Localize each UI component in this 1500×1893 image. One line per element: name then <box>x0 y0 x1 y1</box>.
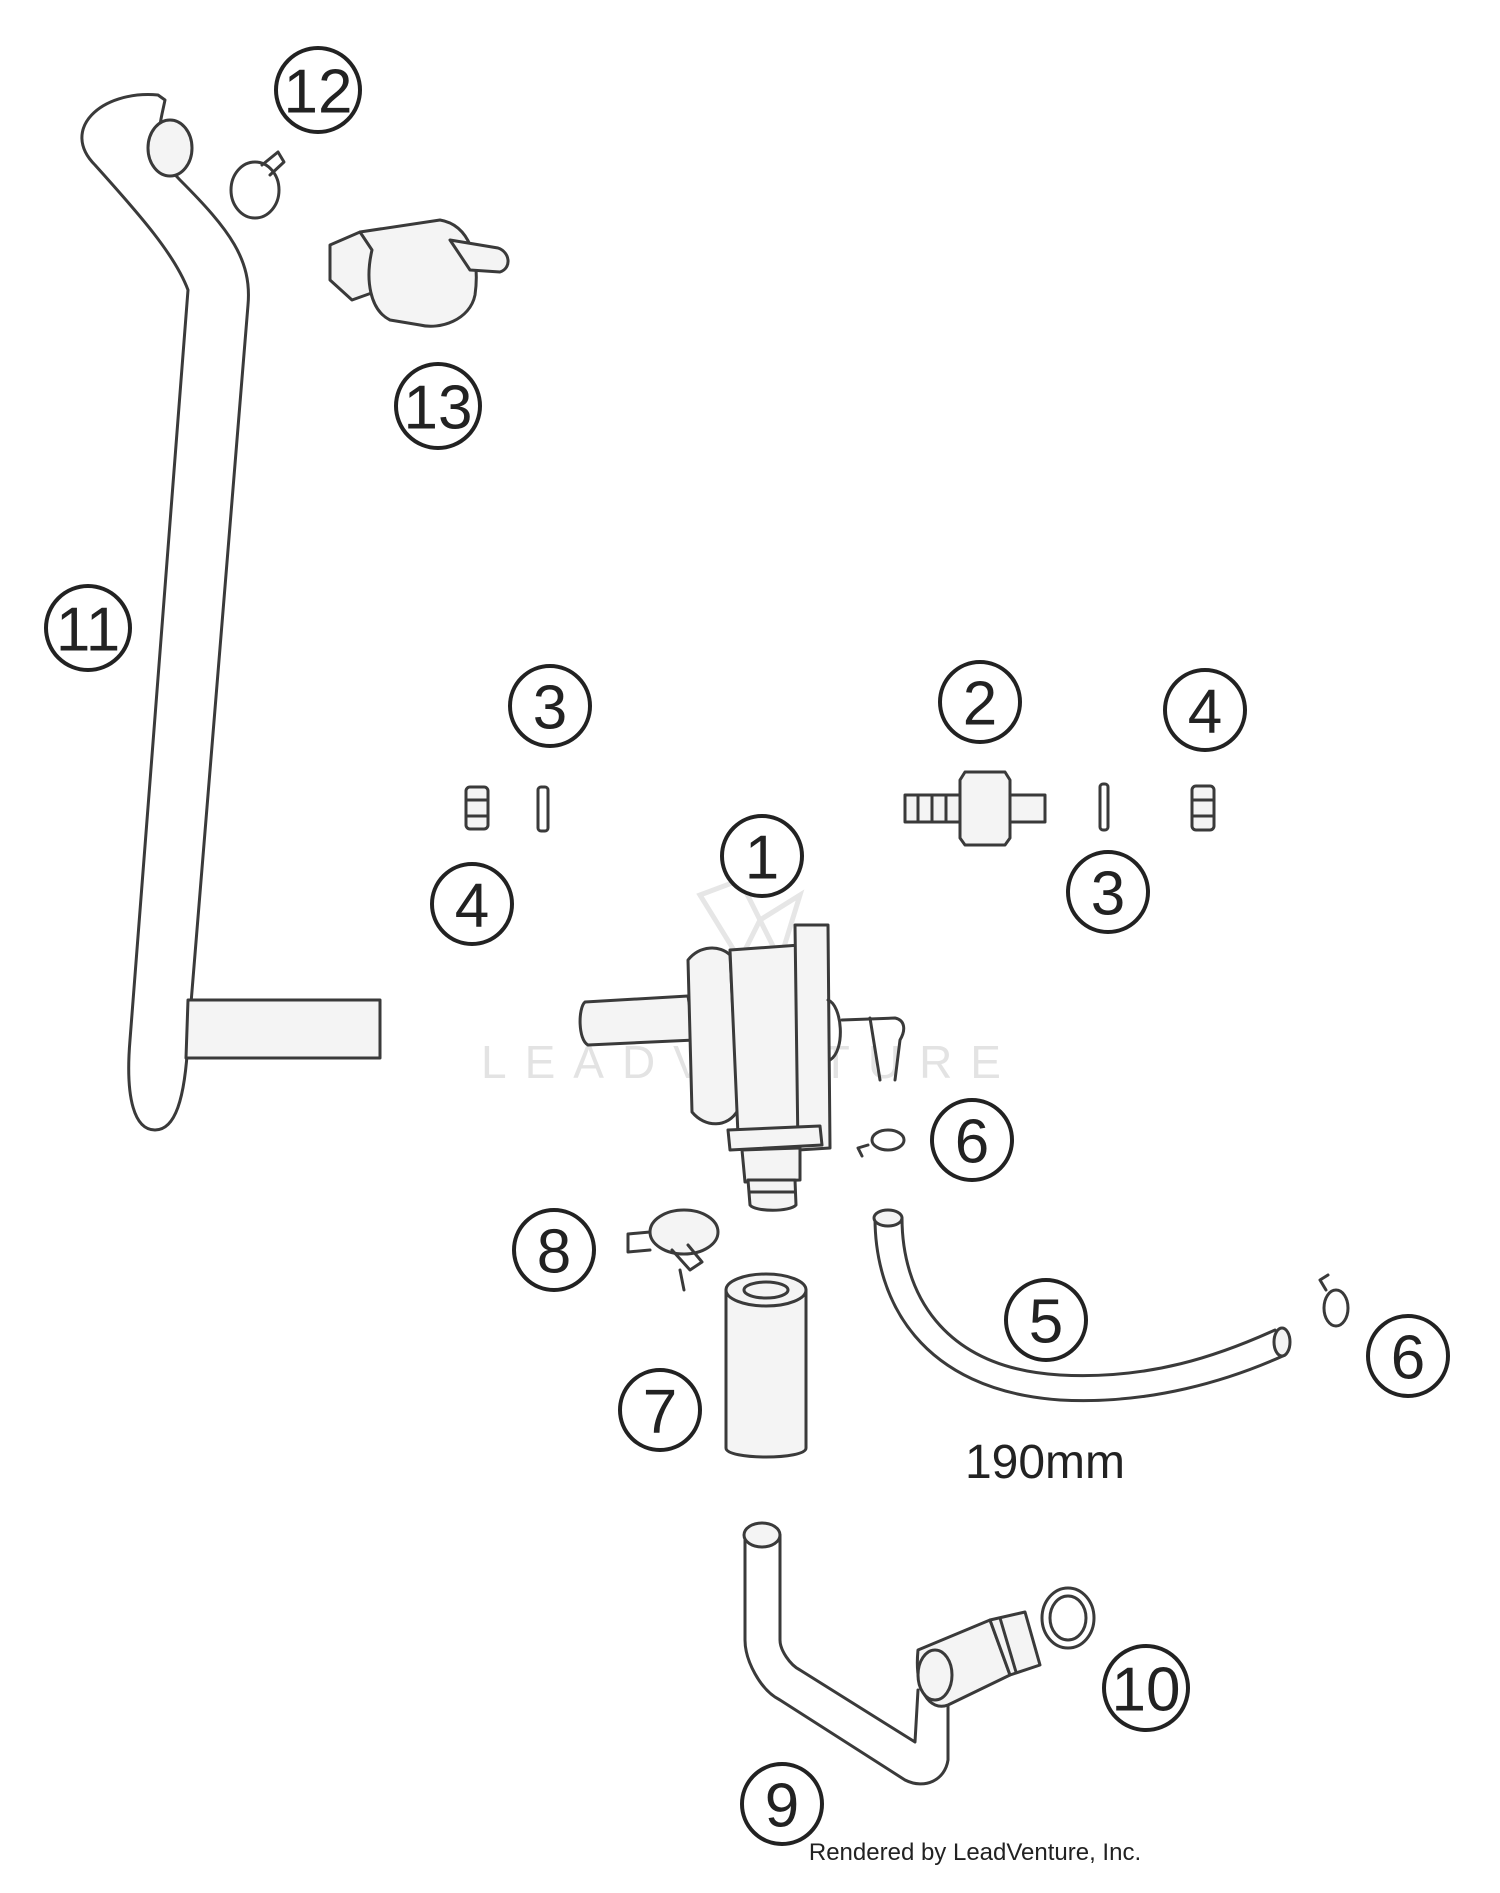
part-11-hose <box>80 93 382 1132</box>
callout-4-left-label: 4 <box>455 872 489 941</box>
callout-3-right-label: 3 <box>1091 860 1125 929</box>
part-7-sleeve <box>724 1272 808 1459</box>
part-4-right-nut <box>1190 784 1216 832</box>
callout-3-left-label: 3 <box>533 674 567 743</box>
callout-11: 11 <box>44 584 132 672</box>
part-8-clamp <box>626 1208 720 1292</box>
callout-1-label: 1 <box>745 824 779 893</box>
part-2-mount <box>903 770 1047 847</box>
callout-1: 1 <box>720 814 804 898</box>
callout-8-label: 8 <box>537 1218 571 1287</box>
callout-9-label: 9 <box>765 1772 799 1841</box>
callout-7-label: 7 <box>643 1378 677 1447</box>
callout-2-label: 2 <box>963 670 997 739</box>
part-5-hose <box>872 1208 1292 1403</box>
callout-5: 5 <box>1004 1278 1088 1362</box>
callout-13-label: 13 <box>404 374 473 443</box>
callout-5-label: 5 <box>1029 1288 1063 1357</box>
callout-6-lower: 6 <box>1366 1314 1450 1398</box>
callout-4-right-label: 4 <box>1188 678 1222 747</box>
credit-text: Rendered by LeadVenture, Inc. <box>809 1839 1141 1866</box>
part-6-upper-clamp <box>856 1128 906 1158</box>
part-1-valve <box>578 923 906 1212</box>
part-9-pipe <box>742 1521 1042 1786</box>
part-10-oring <box>1040 1586 1096 1650</box>
callout-6-upper-label: 6 <box>955 1108 989 1177</box>
part-3-left-washer <box>536 785 550 833</box>
callout-9: 9 <box>740 1762 824 1846</box>
callout-12: 12 <box>274 46 362 134</box>
callout-8: 8 <box>512 1208 596 1292</box>
callout-10-label: 10 <box>1112 1656 1181 1725</box>
callout-3-left: 3 <box>508 664 592 748</box>
part-6-lower-clamp <box>1318 1273 1350 1328</box>
callout-7: 7 <box>618 1368 702 1452</box>
callout-13: 13 <box>394 362 482 450</box>
callout-4-right: 4 <box>1163 668 1247 752</box>
part-3-right-washer <box>1098 782 1110 832</box>
part-12-clamp <box>229 150 286 220</box>
callout-4-left: 4 <box>430 862 514 946</box>
callout-12-label: 12 <box>284 58 353 127</box>
part-4-left-nut <box>464 785 490 831</box>
callout-2: 2 <box>938 660 1022 744</box>
callout-6-lower-label: 6 <box>1391 1324 1425 1393</box>
callout-3-right: 3 <box>1066 850 1150 934</box>
callout-10: 10 <box>1102 1644 1190 1732</box>
callout-6-upper: 6 <box>930 1098 1014 1182</box>
dimension-label: 190mm <box>965 1436 1125 1489</box>
part-13-elbow <box>328 218 510 328</box>
callout-11-label: 11 <box>56 596 120 665</box>
